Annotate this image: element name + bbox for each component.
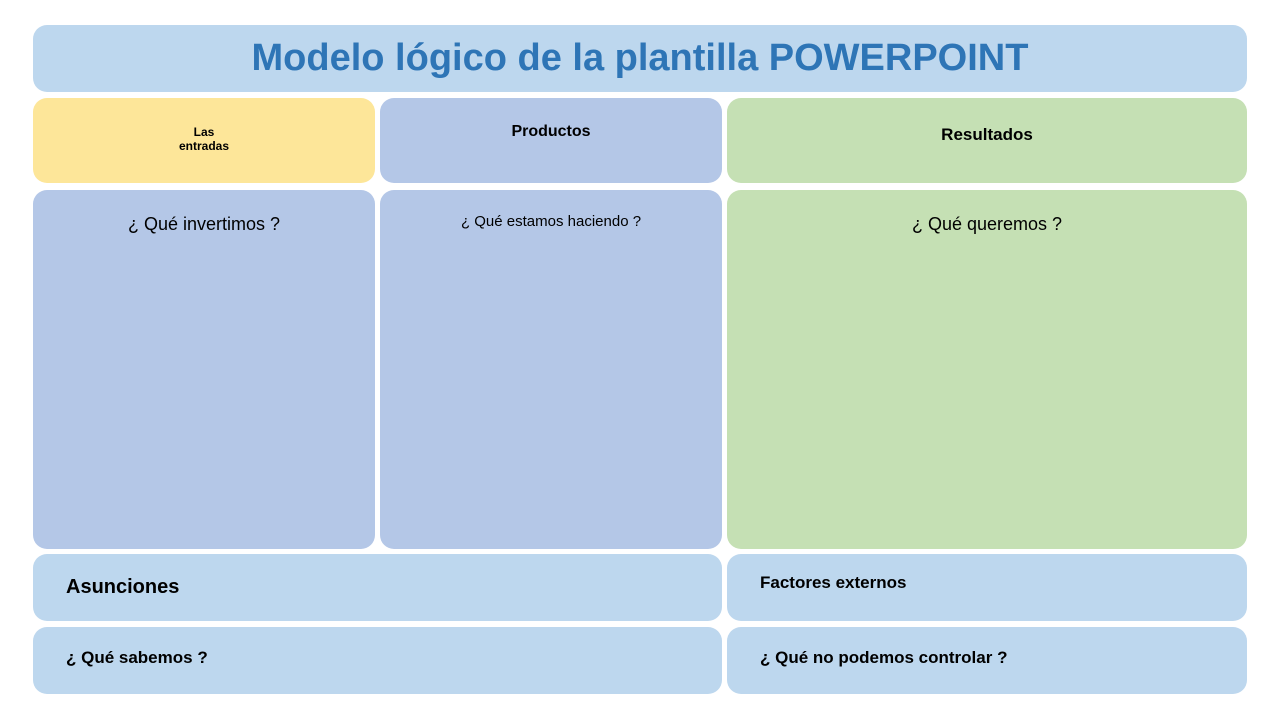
external-question-box: ¿ Qué no podemos controlar ? [727,627,1247,694]
inputs-header-label: Las entradas [33,125,375,153]
results-body: ¿ Qué queremos ? [727,190,1247,549]
inputs-header: Las entradas [33,98,375,183]
assumptions-question: ¿ Qué sabemos ? [66,648,208,667]
results-question: ¿ Qué queremos ? [911,214,1063,234]
external-factors-box: Factores externos [727,554,1247,621]
results-header: Resultados [727,98,1247,183]
inputs-question: ¿ Qué invertimos ? [127,214,281,234]
products-body: ¿ Qué estamos haciendo ? [380,190,722,549]
slide-title: Modelo lógico de la plantilla POWERPOINT [251,37,1029,79]
inputs-header-line2: entradas [178,139,230,153]
title-banner: Modelo lógico de la plantilla POWERPOINT [33,25,1247,92]
inputs-header-line1: Las [193,125,215,139]
results-header-label: Resultados [941,125,1033,144]
products-header-label: Productos [511,123,591,140]
inputs-body: ¿ Qué invertimos ? [33,190,375,549]
assumptions-box: Asunciones [33,554,722,621]
external-factors-label: Factores externos [760,573,907,592]
products-question: ¿ Qué estamos haciendo ? [460,213,642,230]
assumptions-question-box: ¿ Qué sabemos ? [33,627,722,694]
assumptions-label: Asunciones [66,576,180,598]
products-header: Productos [380,98,722,183]
external-question: ¿ Qué no podemos controlar ? [760,648,1008,667]
